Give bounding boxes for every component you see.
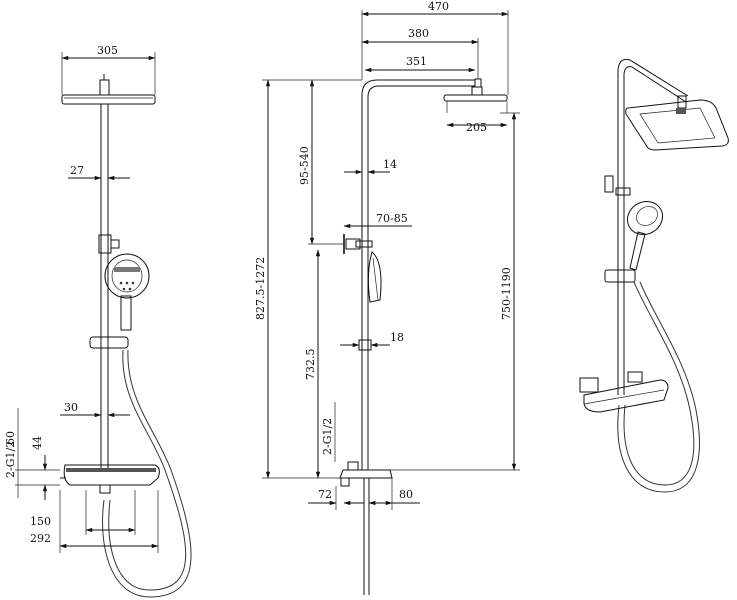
dim-thread-side: 2-G1/2 — [321, 418, 334, 455]
dim-height-7325: 732.5 — [304, 349, 317, 381]
dim-spacing-60: 60 — [4, 431, 17, 445]
dim-thread-front: 2-G1/2 — [4, 441, 17, 478]
persp-shower-head — [625, 95, 729, 151]
front-hand-shower — [104, 253, 150, 331]
dim-arm-27: 27 — [70, 164, 84, 177]
side-shower-head — [443, 94, 508, 113]
dim-arm-380: 380 — [408, 27, 429, 40]
dim-depth-72: 72 — [318, 488, 332, 501]
front-hose — [108, 349, 187, 591]
front-riser-pipe — [100, 103, 109, 470]
persp-hose-holder — [604, 269, 636, 283]
side-hand-shower — [367, 251, 382, 303]
dim-height-750: 750-1190 — [500, 267, 513, 320]
persp-hose — [623, 281, 695, 486]
side-hose-holder — [358, 339, 372, 351]
persp-hand-shower — [626, 200, 664, 271]
dim-pipe-30: 30 — [64, 401, 78, 414]
perspective-view — [579, 59, 729, 493]
dim-head-width: 305 — [97, 44, 118, 57]
side-view: 470 380 351 205 14 70-85 18 827.5-1272 9… — [254, 0, 520, 595]
front-mixer — [60, 464, 160, 494]
dim-head-205: 205 — [466, 121, 487, 134]
side-riser-arm — [361, 79, 475, 470]
side-mixer — [339, 461, 393, 595]
persp-slide-holder — [604, 175, 614, 193]
front-hose-holder — [89, 336, 129, 349]
dim-top-470: 470 — [428, 0, 449, 13]
dim-holder-18: 18 — [390, 331, 404, 344]
dim-body-292: 292 — [30, 532, 51, 545]
front-view: 305 27 30 2-G1/2 60 44 150 292 — [4, 44, 192, 598]
dim-height-44: 44 — [31, 436, 44, 450]
front-shower-head — [61, 74, 156, 105]
dim-arm-351: 351 — [406, 55, 427, 68]
dim-body-150: 150 — [30, 515, 51, 528]
dim-slide-14: 14 — [383, 158, 397, 171]
persp-riser — [617, 59, 689, 395]
front-slide-holder — [98, 234, 120, 254]
persp-mixer — [579, 371, 669, 413]
dim-rail-70-85: 70-85 — [376, 212, 408, 225]
dim-height-95-540: 95-540 — [298, 146, 311, 185]
dim-height-827: 827.5-1272 — [254, 257, 267, 320]
dim-depth-80: 80 — [399, 488, 413, 501]
